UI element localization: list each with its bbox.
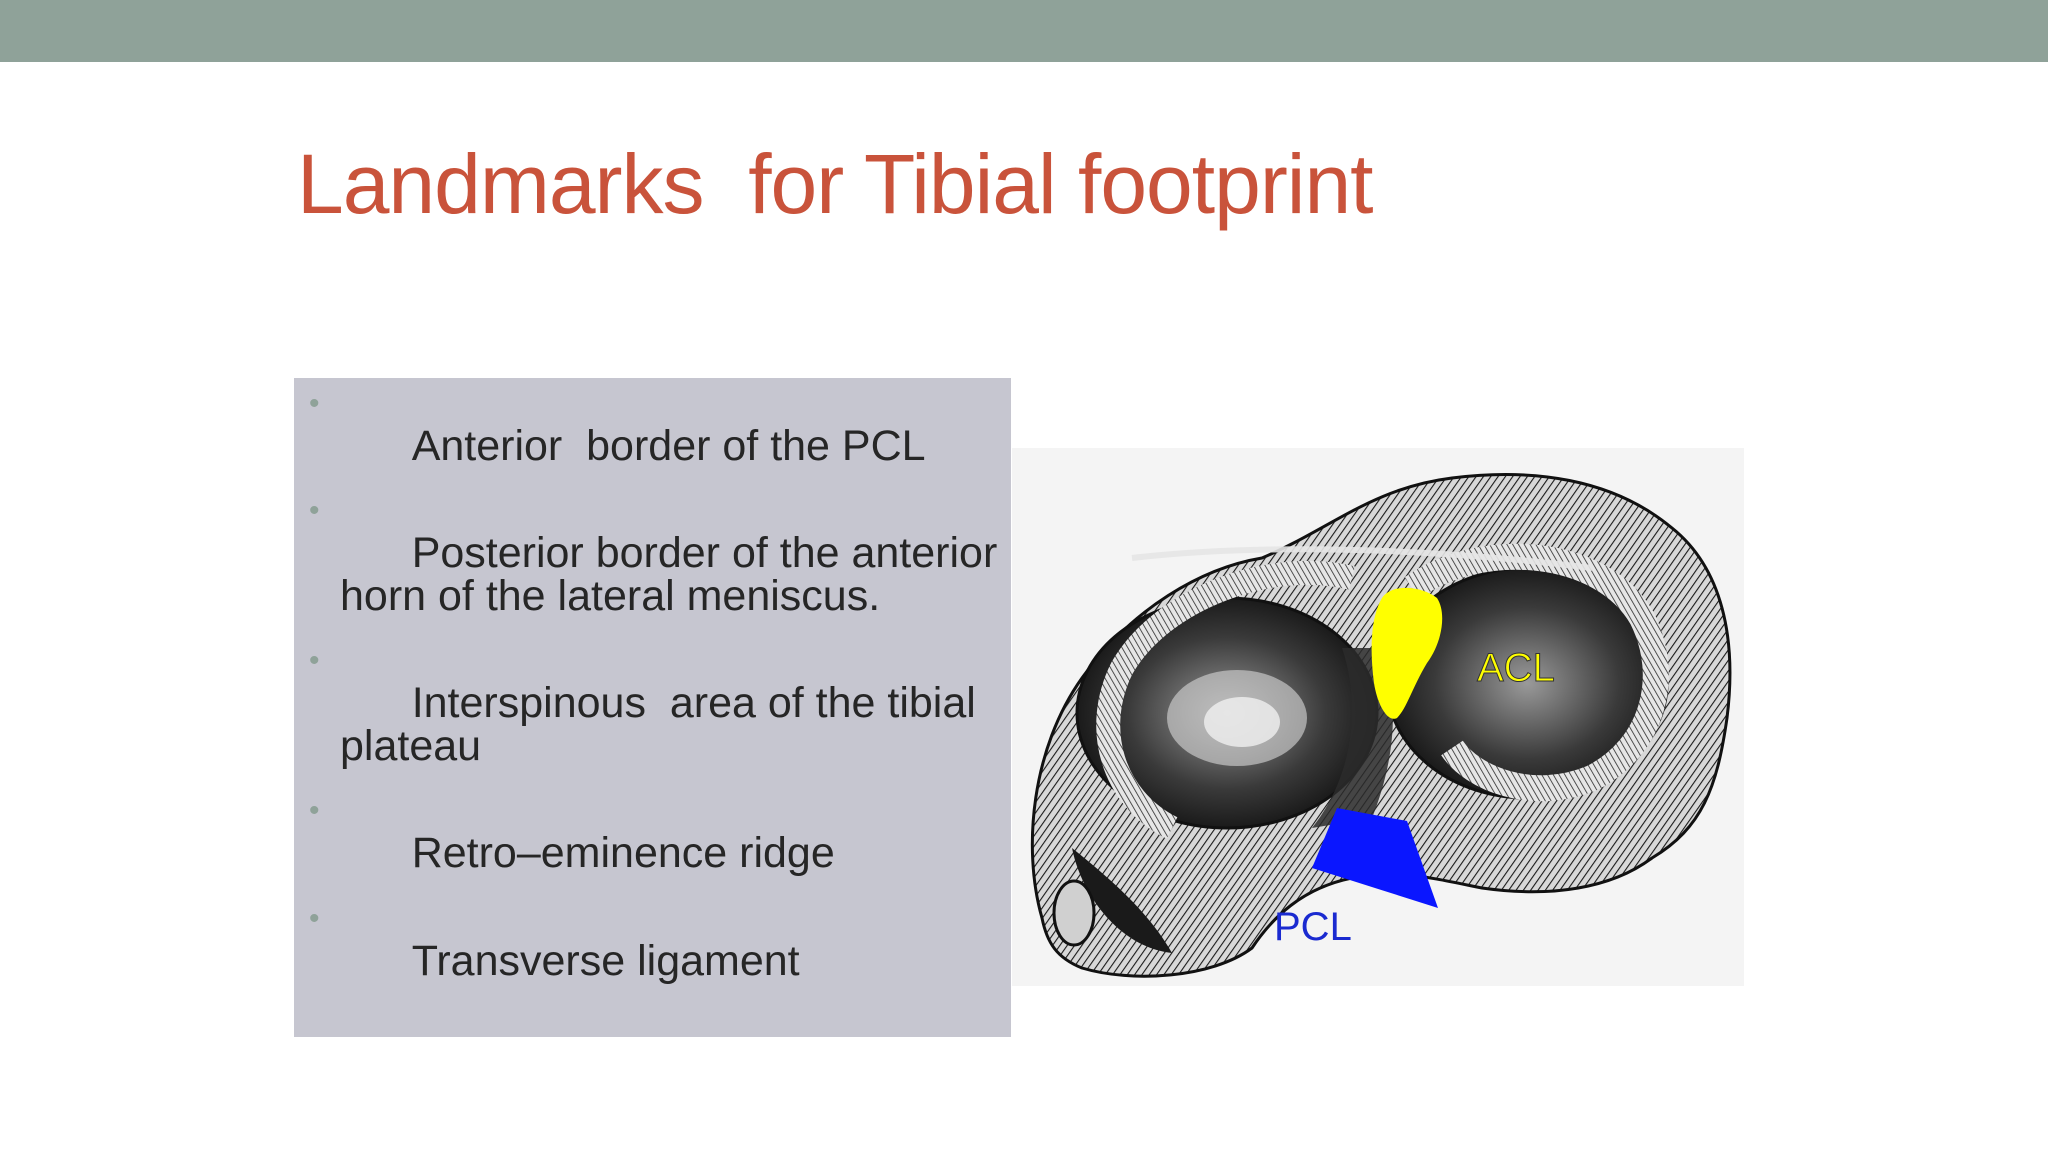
posterior-bulge [1052, 879, 1096, 947]
bullet-item: • Anterior border of the PCL [309, 382, 926, 511]
bullet-dot-icon: • [309, 494, 320, 527]
bullet-text: Interspinous area of the tibial plateau [340, 679, 976, 770]
bullet-item: • Posterior border of the anterior horn o… [309, 489, 998, 661]
medial-condyle-inner [1204, 697, 1280, 747]
acl-label: ACL [1477, 646, 1555, 690]
bullet-dot-icon: • [309, 794, 320, 827]
tibial-plateau-drawing: ACL PCL [1012, 448, 1744, 986]
bullet-item: • Interspinous area of the tibial plateau [309, 639, 976, 811]
bullet-text: Retro–eminence ridge [411, 829, 835, 877]
medial-meniscus [1096, 560, 1355, 839]
pcl-footprint [1312, 808, 1438, 908]
bullet-item: • Retro–eminence ridge [309, 789, 835, 918]
slide-title: Landmarks for Tibial footprint [297, 137, 1374, 231]
pcl-label: PCL [1274, 905, 1352, 949]
bullet-panel: • Anterior border of the PCL • Posterior b… [294, 378, 1011, 1037]
bullet-dot-icon: • [309, 387, 320, 420]
acl-footprint [1371, 587, 1443, 719]
bullet-text: Transverse ligament [411, 937, 800, 985]
intercondylar-eminence [1312, 648, 1393, 828]
top-accent-bar [0, 0, 2048, 62]
transverse-ligament [1131, 546, 1593, 571]
bullet-dot-icon: • [309, 902, 320, 935]
bullet-text: Posterior border of the anterior horn of… [340, 529, 998, 620]
tibial-plateau-illustration: ACL PCL [1012, 448, 1744, 986]
bullet-dot-icon: • [309, 644, 320, 677]
bullet-item: • Transverse ligament [309, 897, 800, 1026]
bullet-text: Anterior border of the PCL [411, 422, 926, 470]
posterior-lip [1072, 848, 1172, 953]
lateral-meniscus [1404, 543, 1669, 802]
